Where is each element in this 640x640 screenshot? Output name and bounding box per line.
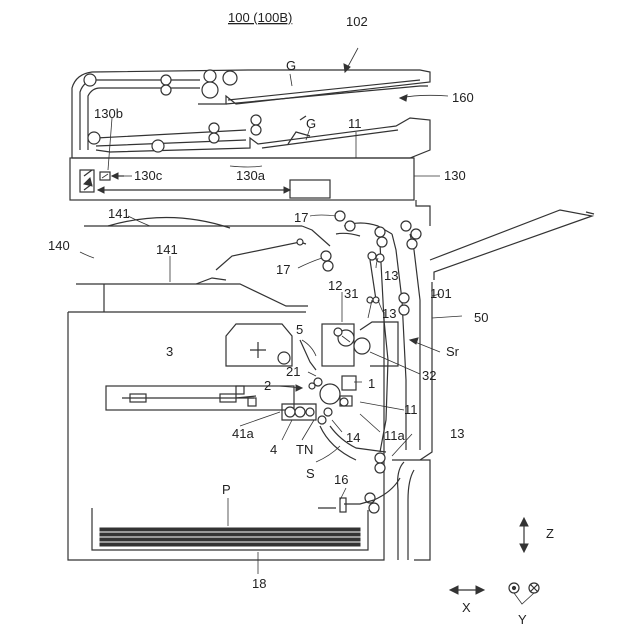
- label-12: 12: [328, 278, 342, 293]
- output-area: [76, 217, 330, 312]
- label-141-a: 141: [108, 206, 130, 221]
- label-s: S: [306, 466, 315, 481]
- x-axis-arrow: [450, 586, 484, 594]
- axis-indicators: [450, 518, 539, 604]
- figure-title: 100 (100B): [228, 10, 292, 25]
- printer-body: [68, 200, 594, 560]
- label-11-top: 11: [348, 116, 362, 131]
- label-31: 31: [344, 286, 358, 301]
- label-13-a: 13: [384, 268, 398, 283]
- label-13-c: 13: [450, 426, 464, 441]
- label-130: 130: [444, 168, 466, 183]
- label-y: Y: [518, 612, 527, 627]
- label-5: 5: [296, 322, 303, 337]
- label-32: 32: [422, 368, 436, 383]
- label-21: 21: [286, 364, 300, 379]
- label-11a: 11a: [384, 428, 405, 443]
- document-feeder: [72, 70, 430, 158]
- label-11-mid: 11: [404, 402, 418, 417]
- label-141-b: 141: [156, 242, 178, 257]
- label-160: 160: [452, 90, 474, 105]
- paper-cassette: [92, 478, 400, 550]
- label-41a: 41a: [232, 426, 254, 441]
- label-sr: Sr: [446, 344, 460, 359]
- label-102: 102: [346, 14, 368, 29]
- label-18: 18: [252, 576, 266, 591]
- label-14: 14: [346, 430, 360, 445]
- label-17-a: 17: [294, 210, 308, 225]
- label-p: P: [222, 482, 231, 497]
- label-130b: 130b: [94, 106, 123, 121]
- label-g-mid: G: [306, 116, 316, 131]
- label-z: Z: [546, 526, 554, 541]
- label-x: X: [462, 600, 471, 615]
- label-130a: 130a: [236, 168, 266, 183]
- label-tn: TN: [296, 442, 313, 457]
- z-axis-arrow: [520, 518, 528, 552]
- label-101: 101: [430, 286, 452, 301]
- label-4: 4: [270, 442, 277, 457]
- y-axis-symbols: [509, 583, 539, 604]
- paper-stack: [100, 528, 360, 546]
- label-140: 140: [48, 238, 70, 253]
- label-50: 50: [474, 310, 488, 325]
- label-3: 3: [166, 344, 173, 359]
- label-g-top: G: [286, 58, 296, 73]
- label-130c: 130c: [134, 168, 163, 183]
- label-13-b: 13: [382, 306, 396, 321]
- label-16: 16: [334, 472, 348, 487]
- label-1: 1: [368, 376, 375, 391]
- label-2: 2: [264, 378, 271, 393]
- label-17-b: 17: [276, 262, 290, 277]
